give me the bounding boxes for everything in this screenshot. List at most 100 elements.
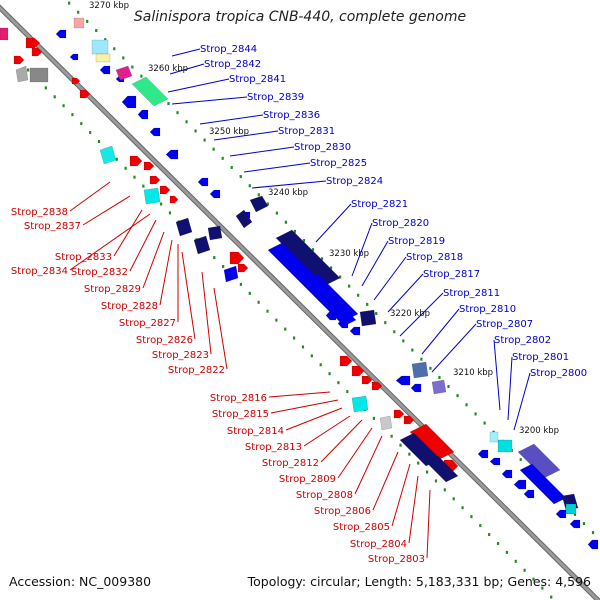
reverse-gene: [403, 415, 415, 425]
tick-mark: [402, 339, 405, 343]
tick-mark: [483, 421, 486, 425]
label-leader: [270, 399, 339, 414]
gene-label-forward[interactable]: Strop_2800: [530, 368, 587, 379]
gene-label-reverse[interactable]: Strop_2828: [101, 301, 158, 312]
gene-label-forward[interactable]: Strop_2811: [443, 288, 500, 299]
gene-label-forward[interactable]: Strop_2817: [423, 269, 480, 280]
tick-mark: [301, 345, 305, 349]
gene-label-reverse[interactable]: Strop_2813: [245, 442, 302, 453]
gene-label-reverse[interactable]: Strop_2822: [168, 365, 225, 376]
forward-gene: [209, 189, 221, 199]
tick-mark: [311, 248, 315, 252]
gene-label-reverse[interactable]: Strop_2838: [11, 207, 68, 218]
gene-label-forward[interactable]: Strop_2818: [406, 252, 463, 263]
gene-label-reverse[interactable]: Strop_2809: [279, 474, 336, 485]
label-leader: [129, 219, 157, 272]
gene-label-reverse[interactable]: Strop_2808: [296, 490, 353, 501]
tick-mark: [372, 416, 375, 420]
label-leader: [201, 271, 212, 355]
gene-label-reverse[interactable]: Strop_2804: [350, 539, 407, 550]
gene-label-forward[interactable]: Strop_2820: [372, 218, 429, 229]
label-leader: [251, 180, 327, 189]
gene-label-forward[interactable]: Strop_2801: [512, 352, 569, 363]
gene-label-reverse[interactable]: Strop_2823: [152, 350, 209, 361]
gene-label-forward[interactable]: Strop_2836: [263, 110, 320, 121]
tick-mark: [426, 470, 429, 474]
forward-gene: [431, 379, 447, 395]
gene-label-forward[interactable]: Strop_2825: [310, 158, 367, 169]
tick-mark: [591, 531, 595, 535]
tick-mark: [346, 390, 349, 394]
gene-label-forward[interactable]: Strop_2839: [247, 92, 304, 103]
gene-label-reverse[interactable]: Strop_2833: [55, 252, 112, 263]
gene-label-forward[interactable]: Strop_2844: [200, 44, 257, 55]
gene-label-forward[interactable]: Strop_2830: [294, 142, 351, 153]
gene-label-reverse[interactable]: Strop_2814: [227, 426, 284, 437]
tick-mark: [168, 211, 172, 215]
gene-label-forward[interactable]: Strop_2819: [388, 236, 445, 247]
tick-mark: [213, 256, 216, 260]
tick-mark: [417, 461, 420, 465]
tick-mark: [505, 550, 508, 554]
tick-mark: [230, 165, 233, 169]
forward-gene: [410, 383, 422, 393]
gene-label-forward[interactable]: Strop_2824: [326, 176, 383, 187]
tick-mark: [122, 56, 125, 60]
scale-label: 3230 kbp: [329, 249, 369, 259]
tick-mark: [434, 479, 438, 483]
gene-label-reverse[interactable]: Strop_2815: [212, 409, 269, 420]
tick-mark: [212, 147, 215, 151]
forward-gene: [95, 53, 111, 63]
gene-label-reverse[interactable]: Strop_2805: [333, 522, 390, 533]
reverse-gene: [79, 89, 91, 99]
forward-gene: [497, 439, 513, 453]
reverse-side-gene: [223, 265, 239, 283]
gene-label-forward[interactable]: Strop_2831: [278, 126, 335, 137]
tick-mark: [514, 559, 517, 563]
label-leader: [171, 96, 248, 105]
tick-mark: [474, 412, 477, 416]
forward-gene: [149, 127, 161, 137]
tick-mark: [443, 488, 446, 492]
gene-label-forward[interactable]: Strop_2842: [204, 59, 261, 70]
tick-mark: [488, 533, 491, 537]
gene-label-forward[interactable]: Strop_2841: [229, 74, 286, 85]
tick-mark: [357, 293, 360, 297]
tick-mark: [470, 515, 473, 519]
gene-label-reverse[interactable]: Strop_2829: [84, 284, 141, 295]
reverse-gene: [149, 175, 161, 185]
tick-mark: [89, 131, 92, 135]
gene-label-reverse[interactable]: Strop_2837: [24, 221, 81, 232]
tick-mark: [95, 29, 98, 33]
gene-label-reverse[interactable]: Strop_2806: [314, 506, 371, 517]
tick-mark: [266, 202, 269, 206]
gene-label-reverse[interactable]: Strop_2812: [262, 458, 319, 469]
tick-mark: [239, 282, 242, 286]
label-leader: [315, 203, 352, 243]
gene-label-forward[interactable]: Strop_2802: [494, 335, 551, 346]
gene-label-forward[interactable]: Strop_2821: [351, 199, 408, 210]
tick-mark: [573, 512, 577, 516]
reverse-side-gene: [193, 235, 211, 255]
gene-label-forward[interactable]: Strop_2810: [459, 304, 516, 315]
gene-label-reverse[interactable]: Strop_2834: [11, 266, 68, 277]
accession-text: Accession: NC_009380: [9, 574, 152, 589]
gene-label-reverse[interactable]: Strop_2827: [119, 318, 176, 329]
label-leader: [243, 162, 311, 173]
reverse-gene: [15, 65, 29, 83]
tick-mark: [375, 312, 378, 316]
scale-label: 3250 kbp: [209, 127, 249, 137]
reverse-gene: [25, 37, 41, 49]
gene-label-reverse[interactable]: Strop_2832: [71, 267, 128, 278]
gene-label-reverse[interactable]: Strop_2826: [136, 335, 193, 346]
label-leader: [493, 339, 501, 411]
label-leader: [268, 391, 331, 398]
gene-label-reverse[interactable]: Strop_2803: [368, 554, 425, 565]
forward-gene: [235, 209, 253, 229]
tick-mark: [194, 129, 197, 133]
gene-label-forward[interactable]: Strop_2807: [476, 319, 533, 330]
reverse-gene: [351, 395, 369, 413]
gene-label-reverse[interactable]: Strop_2816: [210, 393, 267, 404]
label-leader: [426, 489, 431, 559]
